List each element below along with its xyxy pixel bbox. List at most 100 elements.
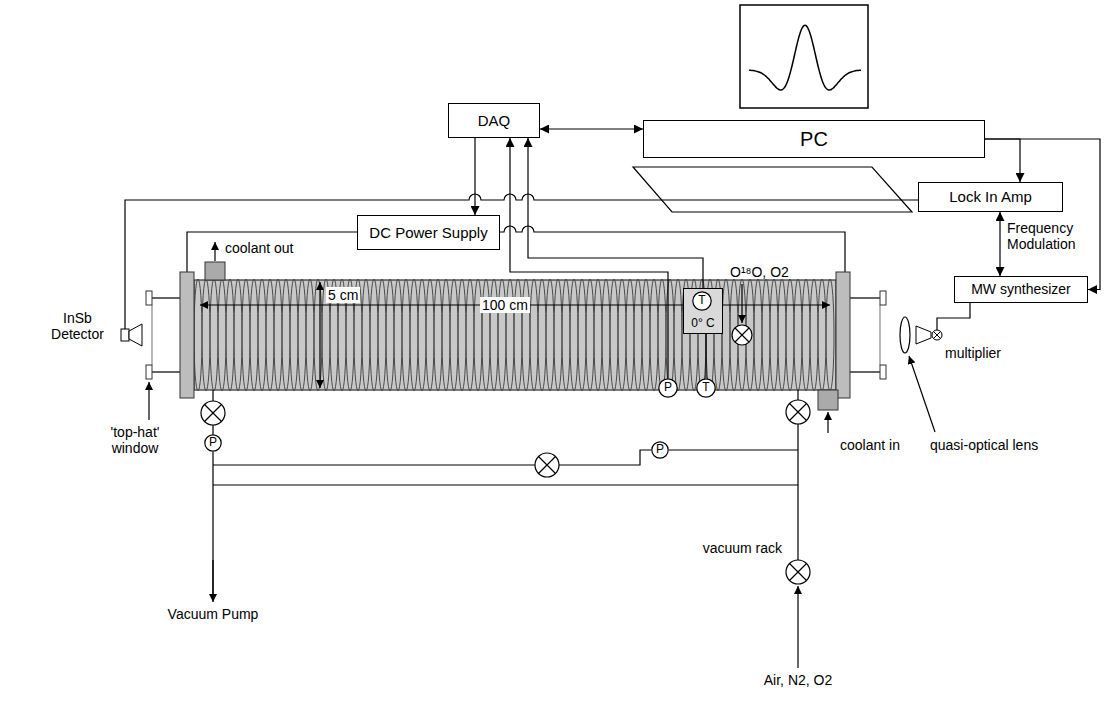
- valve-symbol: [735, 328, 749, 342]
- valve-symbol: [786, 400, 810, 424]
- coil-turn: [618, 279, 626, 391]
- ice-bath-box: 0° CT: [683, 288, 723, 334]
- valve-symbol: [201, 400, 810, 584]
- signal-connector: [474, 138, 475, 215]
- signal-connector: [985, 139, 1020, 182]
- box-label: P: [664, 381, 672, 395]
- coil-turn: [626, 279, 634, 391]
- dimension-label: 100 cm: [480, 297, 530, 313]
- coil-turn: [698, 279, 706, 391]
- pump-label: Vacuum Pump: [163, 606, 263, 622]
- detector-body: [121, 329, 129, 341]
- coil-turn: [418, 279, 426, 391]
- sensor-outline: [693, 292, 711, 310]
- coolant-port: [818, 390, 838, 410]
- flow-arrow: [212, 560, 213, 602]
- window-tube: [850, 298, 880, 372]
- leader-arrow: [909, 356, 935, 432]
- sensor-circle: P: [204, 434, 222, 452]
- coil-turn: [634, 279, 642, 391]
- coil-turn: [202, 279, 210, 391]
- coil-turn: [610, 279, 618, 391]
- window-flange: [880, 291, 886, 305]
- coil-turn: [546, 279, 554, 391]
- sensor-circle: T: [692, 291, 712, 311]
- window-label: 'top-hat' window: [95, 424, 175, 456]
- connector-label: Frequency Modulation: [1007, 220, 1097, 252]
- sensor-outline: [659, 379, 677, 397]
- coil-turn: [530, 279, 538, 391]
- coil-turn: [402, 279, 410, 391]
- heating-coil: [194, 279, 834, 391]
- coil-turn: [250, 279, 258, 391]
- computer-box: PC: [643, 120, 985, 158]
- box-label: T: [698, 294, 705, 308]
- instrument-box: DAQ: [448, 103, 540, 138]
- coil-turn: [506, 279, 514, 391]
- coil-turn: [570, 279, 578, 391]
- valve-symbol: [732, 325, 752, 345]
- valve-symbol: [790, 404, 807, 421]
- box-label: T: [702, 381, 709, 395]
- coil-turn: [242, 279, 250, 391]
- coil-turn: [226, 279, 234, 391]
- port-label: coolant out: [225, 240, 315, 256]
- cell-flange: [836, 272, 850, 398]
- signal-connector: [999, 212, 1000, 276]
- coil-turn: [490, 279, 498, 391]
- vacuum-line: [213, 484, 798, 485]
- flow-arrow: [214, 242, 215, 261]
- keyboard: [633, 167, 912, 212]
- signal-connector: [985, 139, 1100, 290]
- flow-arrow: [797, 586, 798, 668]
- instrument-box: MW synthesizer: [954, 276, 1088, 303]
- sensor-outline: [697, 379, 715, 397]
- box-label: DC Power Supply: [369, 224, 487, 241]
- valve-symbol: [201, 401, 225, 425]
- multiplier-symbol: [932, 330, 942, 340]
- gas-inlet-label: Air, N2, O2: [738, 672, 858, 688]
- coil-turn: [258, 279, 266, 391]
- coil-turn: [522, 279, 530, 391]
- coil-turn: [722, 279, 730, 391]
- sensor-circle: T: [696, 378, 716, 398]
- box-label: P: [209, 436, 217, 450]
- coil-turn: [442, 279, 450, 391]
- coil-turn: [770, 279, 778, 391]
- coil-turn: [794, 279, 802, 391]
- coil-turn: [386, 279, 394, 391]
- coil-turn: [290, 279, 298, 391]
- part-label: multiplier: [945, 345, 1035, 361]
- lens: [900, 317, 910, 353]
- coil-turn: [314, 279, 322, 391]
- coil-turn: [658, 279, 666, 391]
- sensor-outline: [205, 435, 221, 451]
- coil-turn: [586, 279, 594, 391]
- power-wire: [500, 226, 845, 272]
- coil-turn: [450, 279, 458, 391]
- multiplier-symbol: [934, 332, 941, 339]
- box-label: Lock In Amp: [949, 188, 1032, 205]
- box-label: MW synthesizer: [971, 281, 1071, 297]
- box-label: P: [656, 443, 664, 457]
- coil-turn: [458, 279, 466, 391]
- coil-turn: [466, 279, 474, 391]
- coil-turn: [410, 279, 418, 391]
- coil-turn: [578, 279, 586, 391]
- window-pane: [151, 305, 152, 365]
- coil-turn: [602, 279, 610, 391]
- coil-turn: [298, 279, 306, 391]
- coil-turn: [514, 279, 522, 391]
- monitor-screen: [740, 5, 868, 108]
- multiplier-horn: [916, 326, 931, 344]
- coil-turn: [554, 279, 562, 391]
- coil-turn: [282, 279, 290, 391]
- coil-turn: [778, 279, 786, 391]
- coil-turn: [538, 279, 546, 391]
- coil-turn: [266, 279, 274, 391]
- flow-arrow: [741, 284, 742, 323]
- coil-turn: [650, 279, 658, 391]
- cell-flange: [180, 272, 194, 398]
